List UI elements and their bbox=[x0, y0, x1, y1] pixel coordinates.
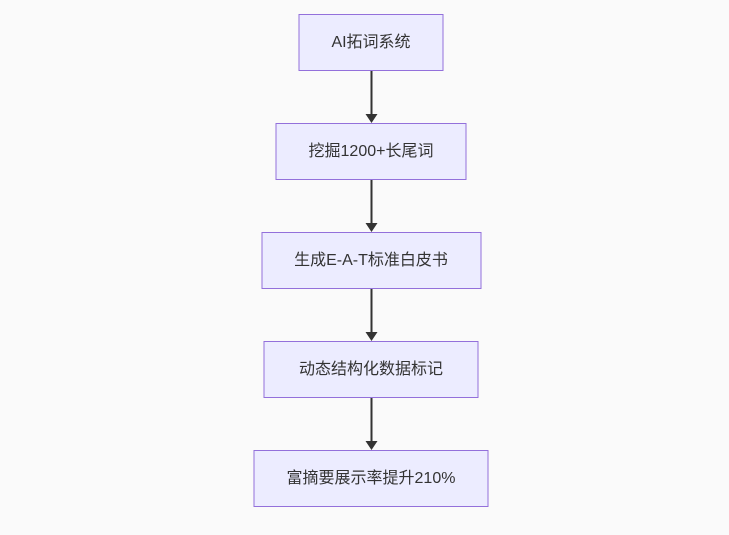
edge-line bbox=[370, 398, 372, 441]
arrowhead-down-icon bbox=[365, 332, 377, 341]
flow-edge-2-3 bbox=[365, 180, 377, 232]
edge-line bbox=[370, 289, 372, 332]
arrowhead-down-icon bbox=[365, 223, 377, 232]
flow-node-ai-word-expansion: AI拓词系统 bbox=[298, 14, 444, 71]
flow-node-label: 动态结构化数据标记 bbox=[298, 360, 443, 378]
flow-node-longtail-keywords: 挖掘1200+长尾词 bbox=[275, 123, 467, 180]
flow-node-structured-data: 动态结构化数据标记 bbox=[263, 341, 479, 398]
flowchart: AI拓词系统 挖掘1200+长尾词 生成E-A-T标准白皮书 动态结构化数据标记 bbox=[253, 14, 489, 507]
arrowhead-down-icon bbox=[365, 441, 377, 450]
arrowhead-down-icon bbox=[365, 114, 377, 123]
edge-line bbox=[370, 180, 372, 223]
flow-node-rich-snippet-result: 富摘要展示率提升210% bbox=[253, 450, 489, 507]
edge-line bbox=[370, 71, 372, 114]
flow-node-label: AI拓词系统 bbox=[331, 33, 411, 51]
flow-node-label: 富摘要展示率提升210% bbox=[286, 469, 456, 487]
flow-node-label: 生成E-A-T标准白皮书 bbox=[294, 251, 448, 269]
flow-node-eat-whitepaper: 生成E-A-T标准白皮书 bbox=[261, 232, 481, 289]
flow-edge-1-2 bbox=[365, 71, 377, 123]
flow-edge-4-5 bbox=[365, 398, 377, 450]
flow-edge-3-4 bbox=[365, 289, 377, 341]
flow-node-label: 挖掘1200+长尾词 bbox=[308, 142, 434, 160]
